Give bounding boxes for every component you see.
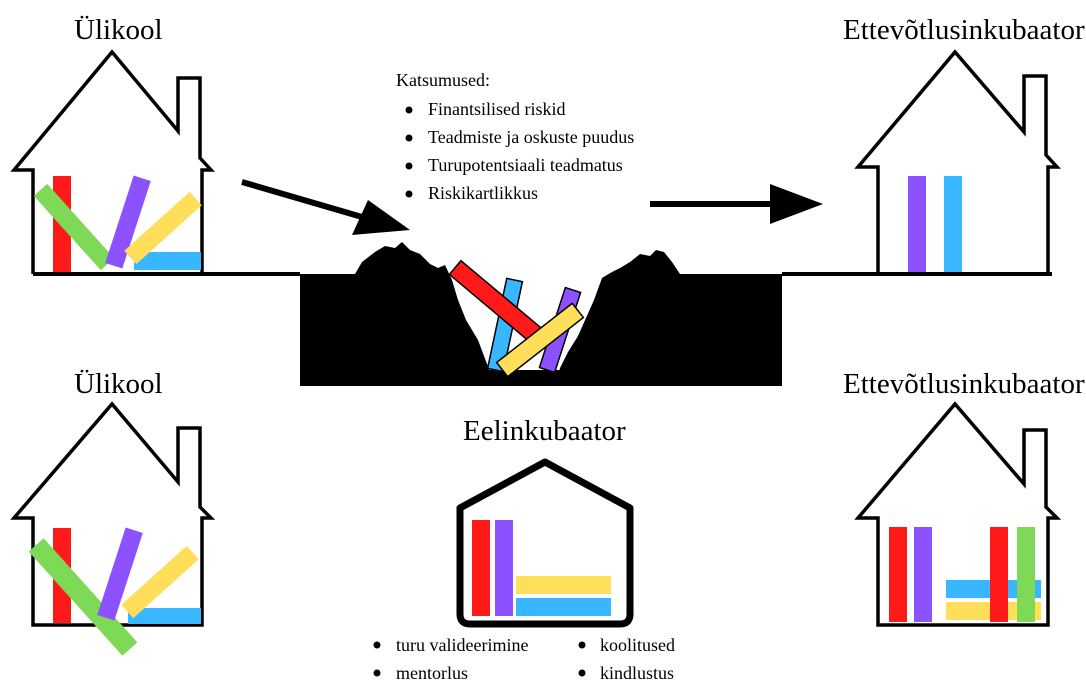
bullet (373, 669, 381, 677)
bullet (405, 134, 413, 142)
chasm-left-cliff (300, 242, 492, 386)
service-item: koolitused (600, 635, 675, 655)
challenge-item: Teadmiste ja oskuste puudus (428, 127, 634, 147)
block-blue (134, 252, 201, 270)
bullet (405, 106, 413, 114)
incubator-house-bottom (854, 401, 1062, 627)
preincubator-house (456, 458, 634, 628)
block-purple (495, 520, 513, 616)
challenge-item: Turupotentsiaali teadmatus (428, 155, 623, 175)
block-yellow (516, 576, 611, 594)
chasm-right-cliff (556, 250, 782, 386)
university-house-top (10, 49, 215, 274)
house-outline (10, 49, 215, 274)
block-green (33, 183, 115, 271)
block-blue (944, 176, 962, 272)
block-purple (97, 527, 143, 621)
incubator-house-top (854, 49, 1061, 274)
chasm-floor (480, 370, 570, 386)
block-purple (105, 175, 151, 269)
block-red (990, 527, 1008, 622)
service-item: mentorlus (396, 663, 468, 682)
arrow-to-incubator (650, 184, 823, 224)
services-list: turu valideerimine koolitused mentorlus … (373, 635, 675, 682)
incubator-label-top: Ettevõtlusinkubaator (843, 14, 1085, 46)
block-purple (914, 527, 932, 622)
house-outline (456, 458, 634, 628)
university-house-bottom (10, 401, 216, 656)
block-yellow (121, 545, 199, 619)
university-label-top: Ülikool (74, 14, 163, 46)
incubator-label-bottom: Ettevõtlusinkubaator (843, 368, 1085, 400)
block-purple (908, 176, 926, 272)
bullet (373, 641, 381, 649)
arrow-university-to-chasm (241, 179, 410, 235)
challenge-item: Finantsilised riskid (428, 99, 566, 119)
preincubator-label: Eelinkubaator (463, 415, 626, 447)
challenges-list: Katsumused: Finantsilised riskid Teadmis… (396, 70, 634, 203)
challenges-heading: Katsumused: (396, 70, 490, 90)
service-item: kindlustus (600, 663, 674, 682)
block-red (472, 520, 490, 616)
house-outline (854, 401, 1062, 627)
block-blue (128, 608, 201, 624)
block-red (889, 527, 907, 622)
chasm-block-yellow (495, 302, 585, 378)
university-label-bottom: Ülikool (74, 368, 163, 400)
block-blue (516, 598, 611, 616)
challenge-item: Riskikartlikkus (428, 183, 538, 203)
block-green (1017, 527, 1035, 622)
house-outline (10, 401, 216, 627)
bullet (578, 641, 586, 649)
bullet (405, 190, 413, 198)
bullet (405, 162, 413, 170)
house-outline (854, 49, 1061, 274)
block-yellow (124, 191, 202, 265)
block-green (28, 538, 138, 656)
service-item: turu valideerimine (396, 635, 528, 655)
bullet (578, 669, 586, 677)
